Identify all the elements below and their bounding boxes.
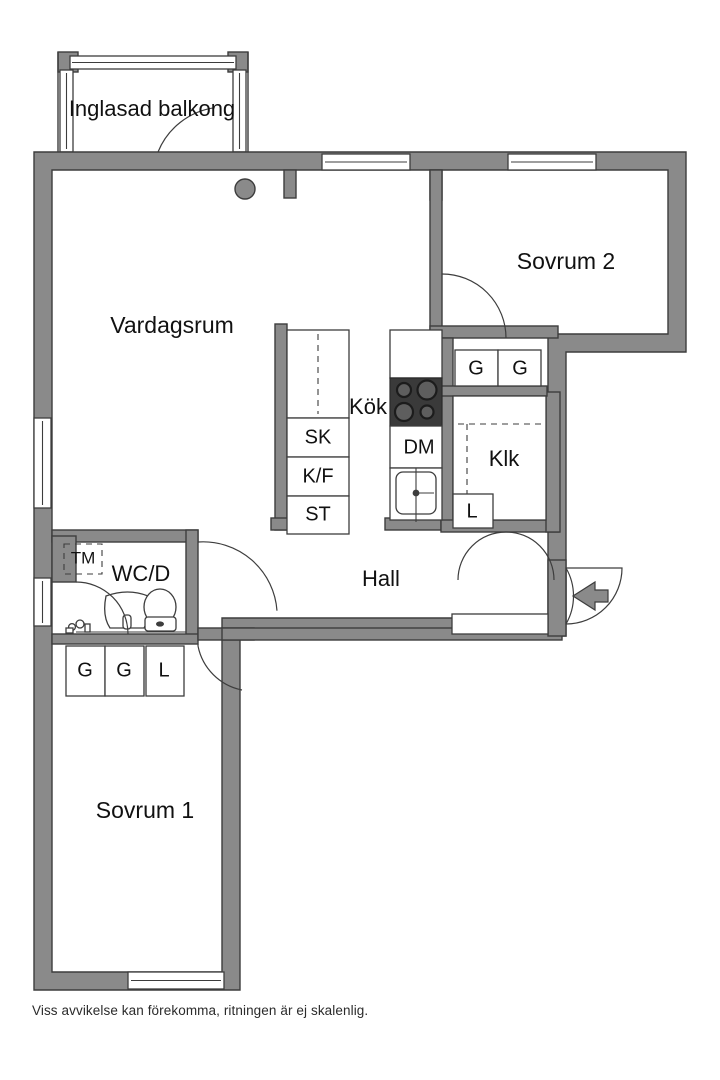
bedroom1-cabinets <box>65 644 243 697</box>
wall-klk-top <box>440 385 548 397</box>
bedroom1-door-swing <box>197 645 243 691</box>
room-label-kok: Kök <box>349 394 388 419</box>
cabinet-label-bedroom1-l: L <box>158 659 169 681</box>
cabinet-label-bedroom2-g2: G <box>512 357 528 379</box>
balcony-door-swing <box>157 107 215 153</box>
room-label-balkong: Inglasad balkong <box>69 96 235 121</box>
room-label-sovrum2: Sovrum 2 <box>517 248 615 274</box>
cabinet-label-dm: DM <box>403 436 434 458</box>
entrance-arrow <box>571 580 609 612</box>
cabinet-label-bedroom2-g1: G <box>468 357 484 379</box>
balcony-structure <box>57 51 249 153</box>
klk-door-swing-b <box>457 531 507 581</box>
cabinet-bedroom1-g1 <box>65 645 106 697</box>
appliance-dm <box>389 425 443 469</box>
cabinet-label-sk: SK <box>305 426 332 448</box>
cabinet-st <box>286 495 350 535</box>
cabinet-klk-l <box>452 493 494 529</box>
cabinet-label-kf: K/F <box>302 465 333 487</box>
wall-kitchen-left <box>274 323 288 531</box>
klk-interior <box>452 395 547 529</box>
bedroom2-door-swing <box>441 273 507 339</box>
wcd-inner-door-swing <box>75 581 129 635</box>
wcd-fitting-d <box>84 623 91 633</box>
wcd-fixtures <box>63 541 278 635</box>
kitchen-right-run <box>389 329 443 522</box>
structural-column <box>234 178 256 200</box>
interior-walls <box>51 169 567 645</box>
disclaimer-caption: Viss avvikelse kan förekomma, ritningen … <box>32 1003 369 1018</box>
wall-wcd-bottom <box>51 633 199 645</box>
hall-shelf <box>451 613 549 635</box>
wall-bedroom2-bottom <box>429 325 559 339</box>
cabinet-bedroom2-g1 <box>454 349 499 387</box>
cabinet-bedroom1-l <box>145 645 185 697</box>
appliance-tm <box>63 543 103 575</box>
room-label-vardagsrum: Vardagsrum <box>110 312 234 338</box>
door-swings <box>441 273 623 625</box>
cabinet-kf <box>286 456 350 497</box>
cabinet-label-st: ST <box>305 503 331 525</box>
wall-klk-left <box>440 391 454 531</box>
room-label-wcd: WC/D <box>112 561 171 586</box>
window-group-left <box>33 417 52 627</box>
cabinet-bedroom1-g2 <box>104 645 145 697</box>
wcd-fitting-c <box>65 627 74 634</box>
room-label-hall: Hall <box>362 566 400 591</box>
cabinet-label-tm: TM <box>71 548 96 567</box>
bedroom2-cabinets <box>454 349 542 387</box>
window-group-top <box>321 153 597 171</box>
cabinet-bedroom2-g2 <box>497 349 542 387</box>
kitchen-counter-top <box>389 329 443 379</box>
wall-klk-right <box>545 391 561 533</box>
wcd-door-swing <box>197 541 278 611</box>
entrance-door-arc <box>565 567 623 625</box>
room-label-sovrum1: Sovrum 1 <box>96 797 194 823</box>
wall-stub-top-left <box>283 169 297 199</box>
room-label-klk: Klk <box>489 446 521 471</box>
wcd-fitting-b <box>75 619 85 629</box>
klk-door-swing <box>505 531 555 581</box>
toilet-flush <box>156 621 164 627</box>
hall-niche <box>451 613 549 635</box>
wall-vertical-bedroom2 <box>429 169 443 339</box>
wall-wcd-right <box>185 529 199 641</box>
wall-entrance-jamb <box>547 559 567 637</box>
cabinet-label-klk-l: L <box>466 500 477 522</box>
cabinet-label-bedroom1-g2: G <box>116 659 132 681</box>
kitchen-left-cabinets <box>286 329 350 535</box>
cabinet-label-bedroom1-g1: G <box>77 659 93 681</box>
window-group-bottom <box>127 971 225 990</box>
